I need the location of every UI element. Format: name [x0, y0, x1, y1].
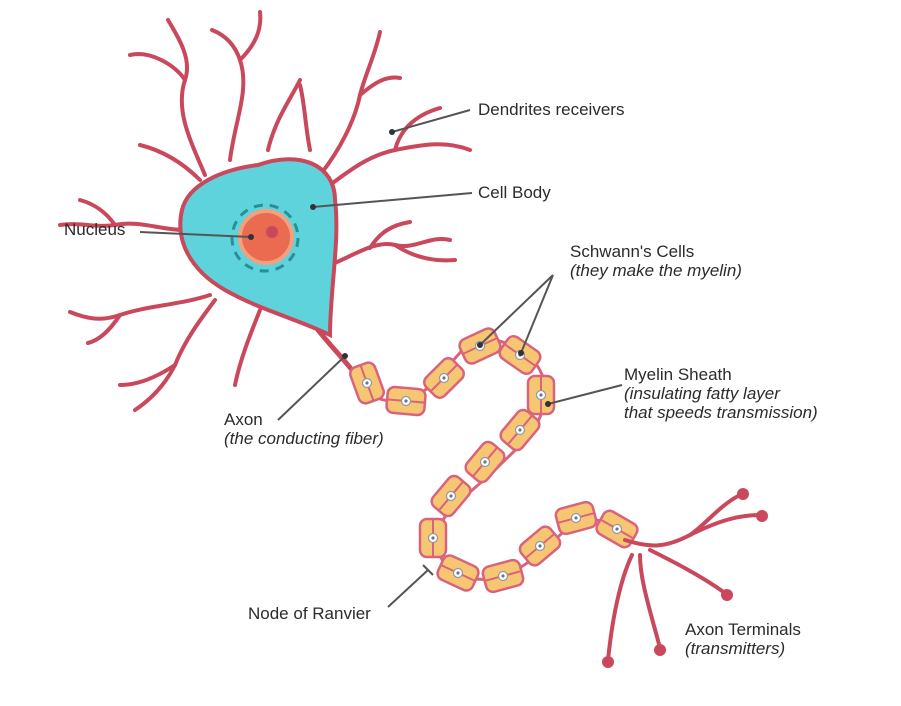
terminals-sub: (transmitters): [685, 639, 786, 658]
dendrites: [58, 10, 472, 412]
myelin-sheath: [349, 327, 639, 594]
label-axon: Axon (the conducting fiber): [224, 410, 384, 448]
leader-dots: [248, 129, 551, 407]
myelin-segment: [349, 361, 385, 405]
nucleus-text: Nucleus: [64, 220, 126, 239]
terminal-buttons: [602, 488, 768, 668]
label-myelin: Myelin Sheath (insulating fatty layer th…: [624, 365, 818, 422]
myelin-segment: [436, 554, 480, 592]
leader-lines: [139, 109, 623, 608]
ranvier-text: Node of Ranvier: [248, 604, 371, 623]
myelin-sub2: that speeds transmission): [624, 403, 818, 422]
myelin-segment: [526, 374, 556, 416]
myelin-segment: [499, 408, 541, 452]
myelin-segment: [464, 440, 506, 484]
axon-stem: [315, 327, 355, 373]
cell-body-text: Cell Body: [478, 183, 551, 202]
label-ranvier: Node of Ranvier: [248, 604, 371, 623]
label-cell-body: Cell Body: [478, 183, 551, 202]
terminals-title: Axon Terminals: [685, 620, 801, 639]
myelin-segment: [423, 357, 465, 399]
myelin-segment: [595, 509, 639, 549]
myelin-sub1: (insulating fatty layer: [624, 384, 780, 403]
axon-title: Axon: [224, 410, 263, 429]
myelin-segment: [430, 474, 472, 518]
label-terminals: Axon Terminals (transmitters): [685, 620, 801, 658]
myelin-segment: [481, 558, 525, 594]
schwann-title: Schwann's Cells: [570, 242, 695, 261]
label-dendrites: Dendrites receivers: [478, 100, 624, 119]
myelin-segment: [385, 385, 427, 417]
myelin-segment: [418, 517, 448, 559]
dendrites-text: Dendrites receivers: [478, 100, 625, 119]
label-schwann: Schwann's Cells (they make the myelin): [570, 242, 742, 280]
axon-terminals: [606, 493, 762, 662]
axon-sub: (the conducting fiber): [224, 429, 384, 448]
myelin-segment: [554, 500, 598, 536]
myelin-segment: [518, 525, 562, 567]
schwann-sub: (they make the myelin): [570, 261, 742, 280]
label-nucleus: Nucleus: [64, 220, 125, 239]
myelin-title: Myelin Sheath: [624, 365, 732, 384]
